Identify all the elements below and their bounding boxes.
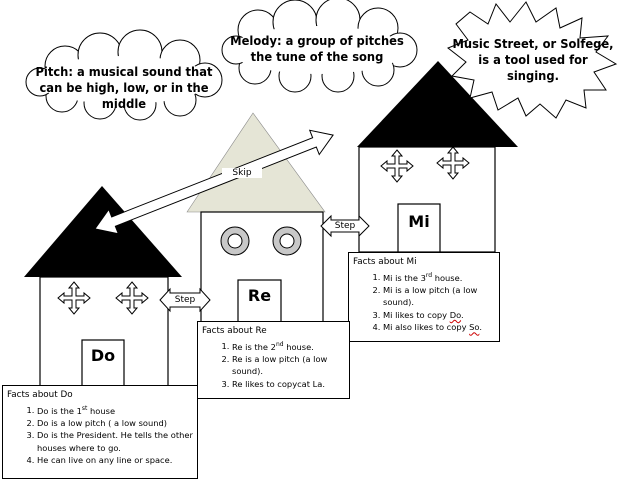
burst-solfege-line-2: is a tool used for singing. xyxy=(478,52,588,83)
facts-do-list: Do is the 1st house Do is a low pitch ( … xyxy=(7,403,193,467)
house-mi-window-right xyxy=(436,146,470,180)
house-do-window-left xyxy=(57,281,91,315)
step-arrow-do-re xyxy=(159,287,211,313)
facts-re-title: Facts about Re xyxy=(202,326,267,336)
facts-mi-title: Facts about Mi xyxy=(353,257,417,267)
facts-mi-item: Mi also likes to copy So. xyxy=(383,321,495,334)
facts-re-box: Facts about Re Re is the 2nd house. Re i… xyxy=(197,321,350,399)
facts-do-item: Do is the 1st house xyxy=(37,403,193,417)
step-arrow-re-mi xyxy=(320,214,370,238)
house-mi-roof xyxy=(357,61,518,147)
cloud-pitch-text: Pitch: a musical sound that can be high,… xyxy=(32,64,216,112)
house-do xyxy=(24,186,182,388)
burst-solfege-text: Music Street, or Solfege, is a tool used… xyxy=(451,36,615,84)
house-re-label: Re xyxy=(247,286,272,305)
facts-do-box: Facts about Do Do is the 1st house Do is… xyxy=(2,385,198,479)
facts-do-item: Do is a low pitch ( a low sound) xyxy=(37,417,193,430)
skip-label: Skip xyxy=(222,168,262,178)
facts-do-title: Facts about Do xyxy=(7,390,73,400)
cloud-melody xyxy=(221,0,418,93)
cloud-pitch-line-2: can be high, low, or in the middle xyxy=(39,80,209,111)
cloud-melody-line-2: the tune of the song xyxy=(250,49,384,64)
facts-mi-item: Mi likes to copy Do. xyxy=(383,309,495,322)
cloud-pitch xyxy=(25,29,223,121)
facts-do-item: He can live on any line or space. xyxy=(37,454,193,467)
house-mi-window-left xyxy=(380,149,414,183)
cloud-melody-line-1: Melody: a group of pitches xyxy=(230,33,404,48)
house-do-label: Do xyxy=(90,346,116,365)
facts-mi-list: Mi is the 3rd house. Mi is a low pitch (… xyxy=(353,270,495,334)
step-label-do-re: Step xyxy=(174,295,196,305)
cloud-pitch-line-1: Pitch: a musical sound that xyxy=(35,64,213,79)
house-mi-door xyxy=(397,203,441,253)
facts-re-item: Re is a low pitch (a low sound). xyxy=(232,353,345,378)
facts-mi-item: Mi is the 3rd house. xyxy=(383,270,495,284)
house-re-window-right xyxy=(272,226,302,256)
skip-arrow xyxy=(94,129,334,235)
house-mi-label: Mi xyxy=(408,212,430,231)
facts-re-list: Re is the 2nd house. Re is a low pitch (… xyxy=(202,339,345,391)
facts-mi-item: Mi is a low pitch (a low sound). xyxy=(383,284,495,309)
facts-re-item: Re is the 2nd house. xyxy=(232,339,345,353)
house-do-roof xyxy=(24,186,182,277)
house-re-window-left xyxy=(220,226,250,256)
house-do-window-right xyxy=(115,281,149,315)
burst-solfege-line-1: Music Street, or Solfege, xyxy=(452,36,614,51)
facts-do-item: Do is the President. He tells the other … xyxy=(37,429,193,454)
facts-re-item: Re likes to copycat La. xyxy=(232,378,345,391)
burst-solfege xyxy=(447,1,618,119)
step-label-re-mi: Step xyxy=(334,221,356,231)
facts-mi-box: Facts about Mi Mi is the 3rd house. Mi i… xyxy=(348,252,500,342)
cloud-melody-text: Melody: a group of pitches the tune of t… xyxy=(230,33,405,65)
